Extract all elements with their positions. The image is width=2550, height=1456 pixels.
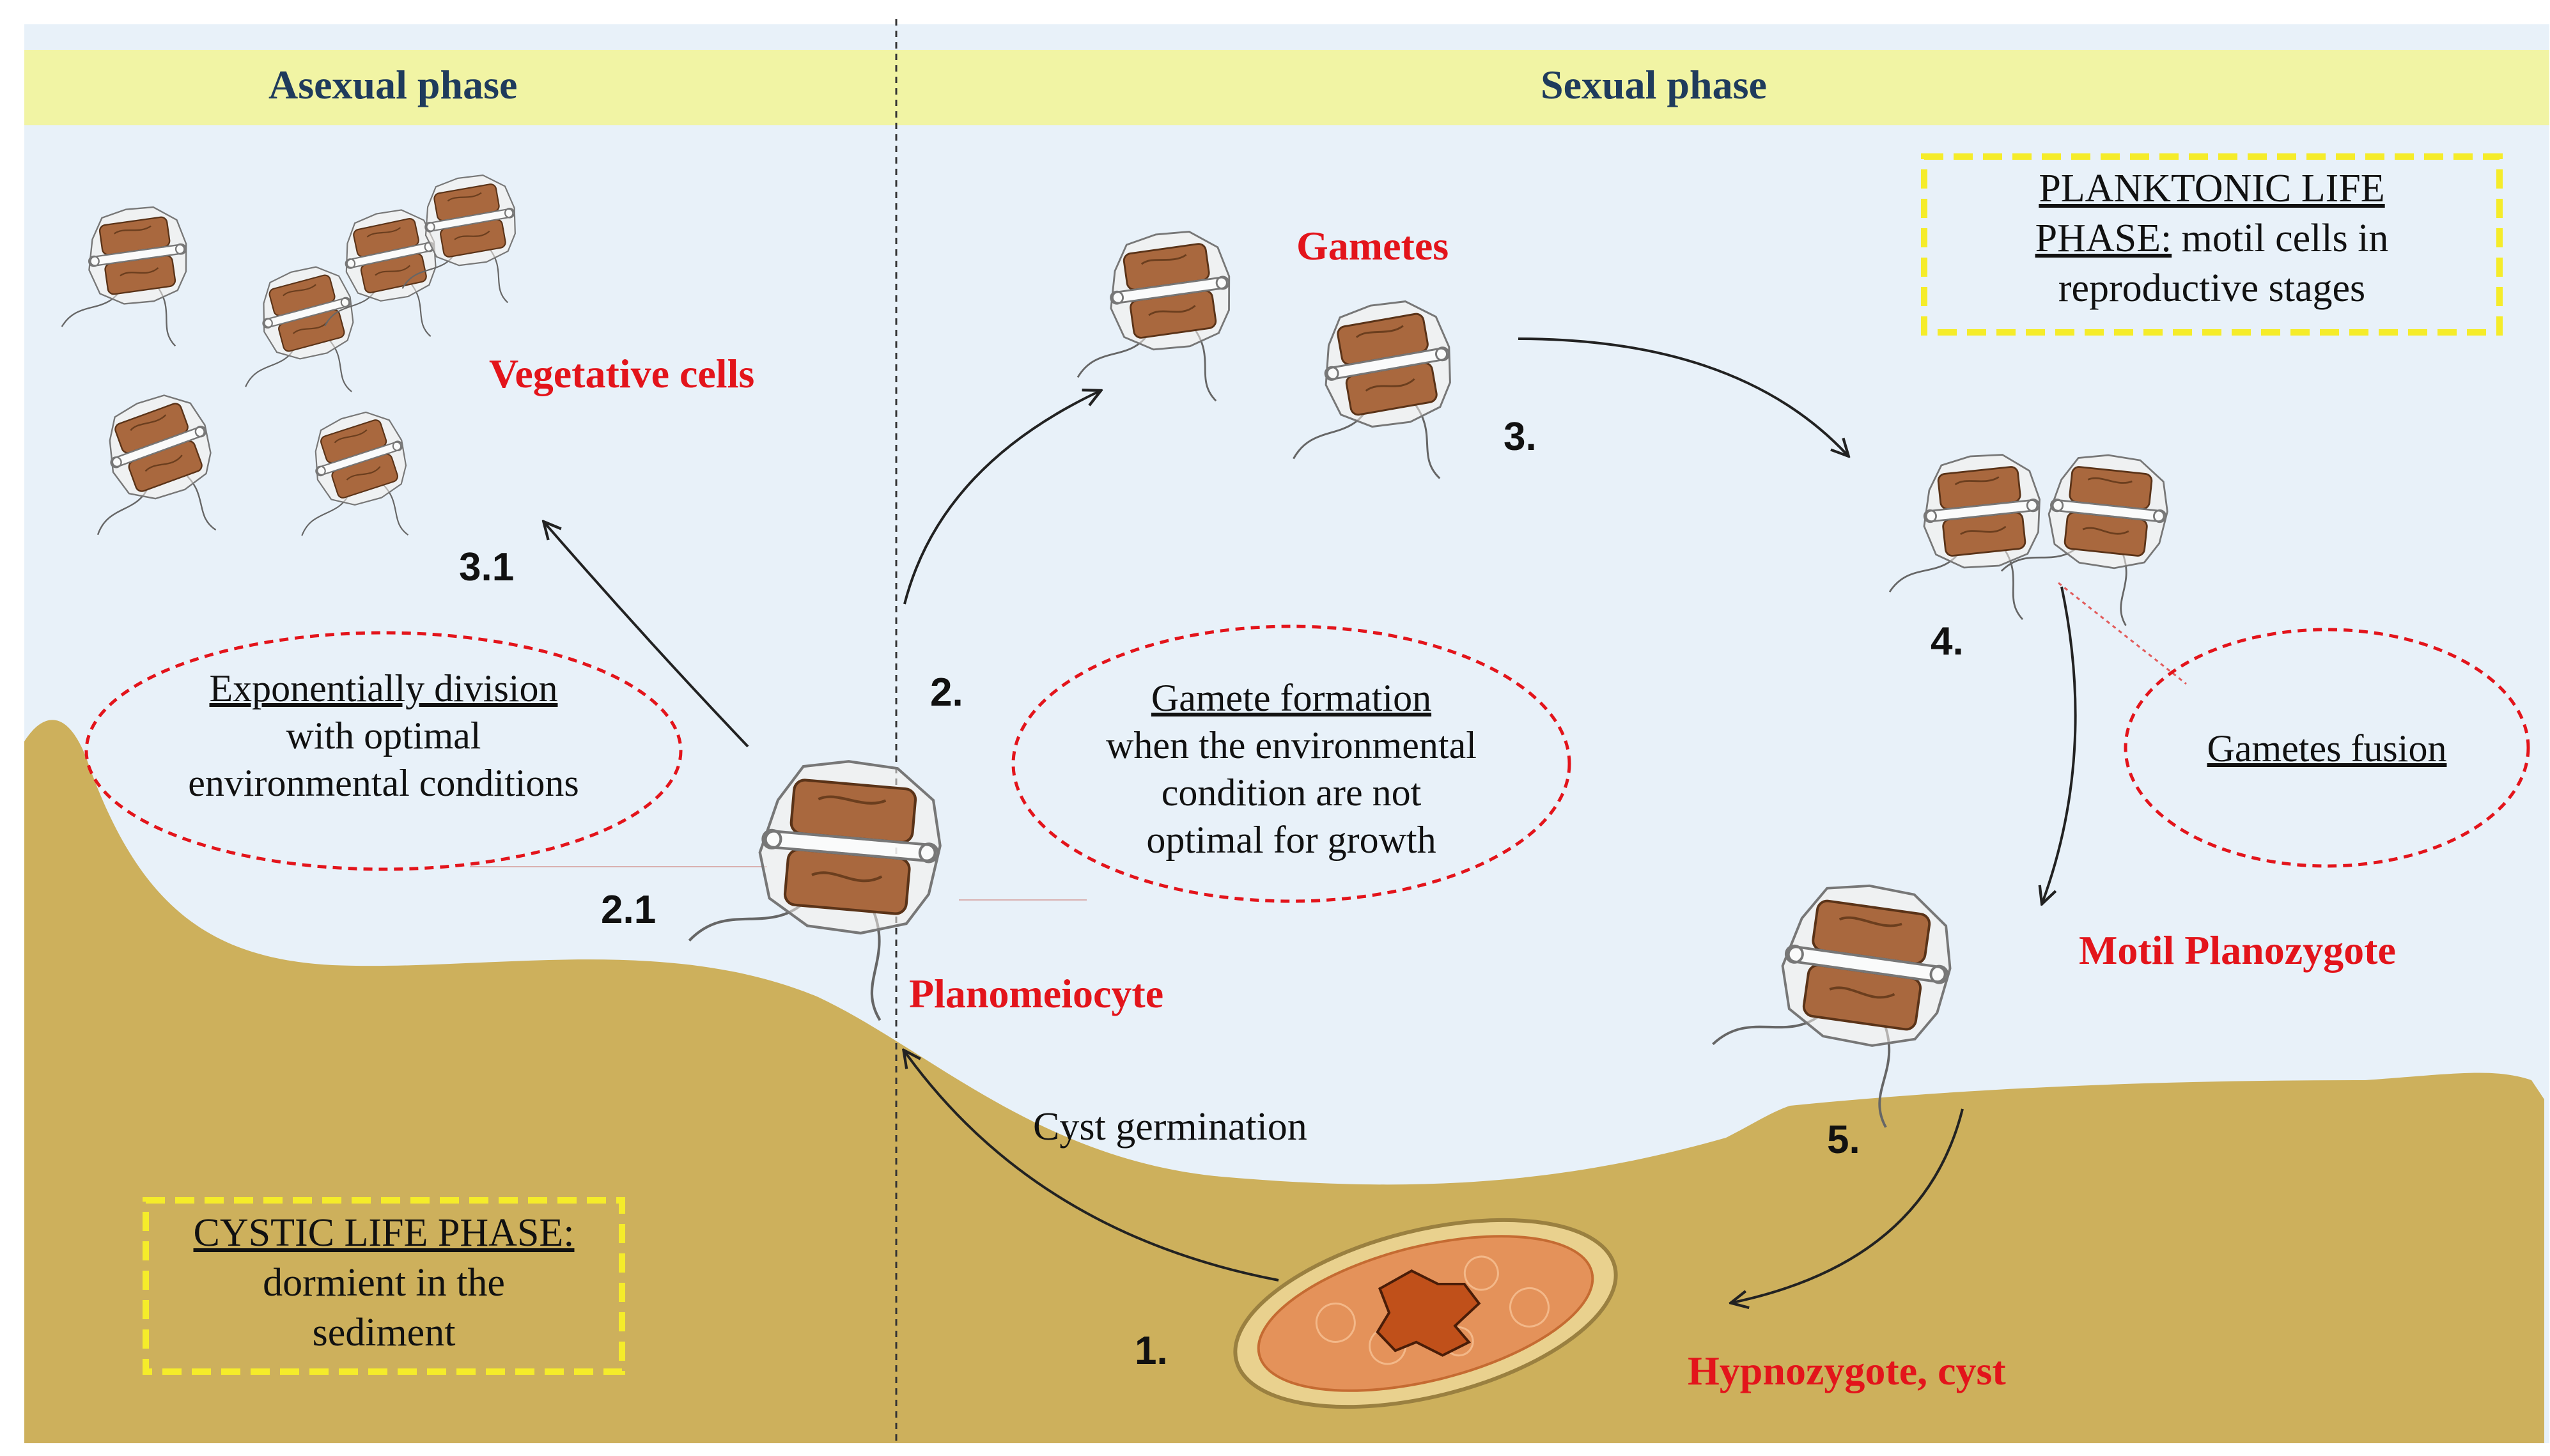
planktonic-line2: PHASE: motil cells in: [1924, 213, 2499, 263]
step-3-1: 3.1: [459, 545, 515, 589]
note-gametes-fusion-title: Gametes fusion: [2207, 727, 2447, 770]
step-3: 3.: [1504, 415, 1537, 459]
arrow-3: [1518, 337, 1847, 455]
planktonic-box-border: [1921, 153, 2503, 336]
label-vegetative-cells: Vegetative cells: [489, 351, 755, 396]
label-hypnozygote: Hypnozygote, cyst: [1688, 1348, 2006, 1393]
planktonic-title-line1: PLANKTONIC LIFE: [2039, 167, 2385, 210]
fusing-gamete-cell: [2000, 454, 2168, 626]
step-5: 5.: [1827, 1118, 1860, 1162]
note-gamete-formation-line3: condition are not: [1161, 771, 1422, 814]
note-gamete-formation-line2: when the environmental: [1106, 724, 1477, 766]
label-planomeiocyte: Planomeiocyte: [909, 971, 1164, 1016]
planozygote-cell: [1712, 884, 1952, 1128]
vegetative-cell: [97, 394, 217, 536]
note-gamete-formation: Gamete formation when the environmental …: [1029, 674, 1553, 864]
note-gamete-formation-title: Gamete formation: [1151, 677, 1432, 719]
note-exponential-line2: with optimal: [286, 715, 481, 757]
note-exponential-title: Exponentially division: [209, 667, 558, 709]
gamete-cell: [1077, 231, 1231, 402]
sediment: [24, 720, 2544, 1443]
cystic-line2: dormient in the: [263, 1261, 505, 1305]
planomeiocyte-cell: [688, 760, 942, 1021]
cystic-life-phase-box: CYSTIC LIFE PHASE: dormient in the sedim…: [146, 1208, 622, 1358]
step-4: 4.: [1931, 619, 1964, 663]
planktonic-life-phase-box: PLANKTONIC LIFE PHASE: motil cells in re…: [1924, 164, 2499, 313]
note-gamete-formation-line4: optimal for growth: [1146, 819, 1436, 861]
cyst: [1233, 1218, 1618, 1409]
label-motil-planozygote: Motil Planozygote: [2079, 927, 2396, 973]
cystic-line3: sediment: [312, 1311, 456, 1354]
fusing-gamete-cell: [1888, 454, 2041, 620]
vegetative-cell: [401, 174, 516, 304]
planktonic-title-line2: PHASE:: [2035, 217, 2172, 260]
step-2: 2.: [930, 670, 963, 715]
note-exponential-division: Exponentially division with optimal envi…: [102, 665, 665, 807]
sexual-phase-title: Sexual phase: [1541, 62, 1767, 107]
note-ellipse-gametes-fusion: [2124, 628, 2530, 868]
note-gametes-fusion: Gametes fusion: [2135, 725, 2519, 772]
note-ellipse-gamete-formation: [1011, 624, 1571, 903]
planktonic-line3: reproductive stages: [2058, 267, 2366, 310]
label-gametes: Gametes: [1296, 223, 1449, 268]
label-cyst-germination: Cyst germination: [1033, 1105, 1307, 1149]
asexual-phase-title: Asexual phase: [268, 62, 518, 107]
arrow-2: [903, 391, 1100, 605]
arrow-5: [1732, 1108, 1964, 1303]
step-1: 1.: [1135, 1329, 1168, 1373]
note-ellipse-exponential: [84, 631, 683, 871]
header-band: [24, 50, 2549, 125]
arrow-3-1: [545, 523, 749, 748]
cystic-box-border: [143, 1197, 625, 1375]
cystic-title: CYSTIC LIFE PHASE:: [193, 1211, 575, 1255]
note-exponential-line3: environmental conditions: [188, 762, 579, 804]
vegetative-cell: [301, 411, 409, 536]
vegetative-cell: [245, 266, 354, 392]
vegetative-cell: [61, 206, 187, 347]
arrow-4: [2042, 586, 2077, 902]
planktonic-rest-line2: motil cells in: [2172, 217, 2389, 260]
step-2-1: 2.1: [601, 888, 657, 932]
arrow-1: [905, 1051, 1279, 1282]
gamete-cell: [1293, 300, 1451, 479]
